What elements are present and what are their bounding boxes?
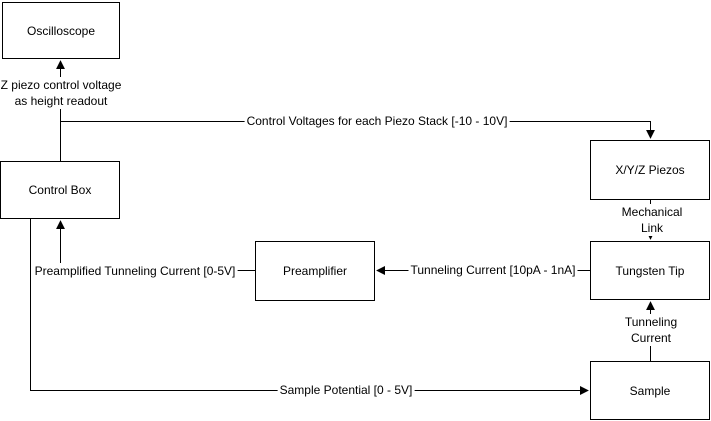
edge-label-preamplified-current: Preamplified Tunneling Current [0-5V] <box>32 263 238 279</box>
node-control-box: Control Box <box>0 161 120 219</box>
edge-label-mechanical-link: Mechanical Link <box>619 204 685 236</box>
edge-label-tunneling-current-range: Tunneling Current [10pA - 1nA] <box>408 262 578 278</box>
node-sample: Sample <box>590 361 710 420</box>
edge-label-sample-potential: Sample Potential [0 - 5V] <box>277 382 415 398</box>
node-preamplifier: Preamplifier <box>255 241 375 301</box>
node-oscilloscope: Oscilloscope <box>2 2 120 59</box>
node-tungsten-tip: Tungsten Tip <box>590 241 710 300</box>
edge-label-z-piezo-readout: Z piezo control voltage as height readou… <box>0 77 124 109</box>
edge-label-tunneling-current: Tunneling Current <box>621 314 681 346</box>
node-xyz-piezos: X/Y/Z Piezos <box>590 140 710 200</box>
edge-label-control-voltages: Control Voltages for each Piezo Stack [-… <box>244 113 510 129</box>
